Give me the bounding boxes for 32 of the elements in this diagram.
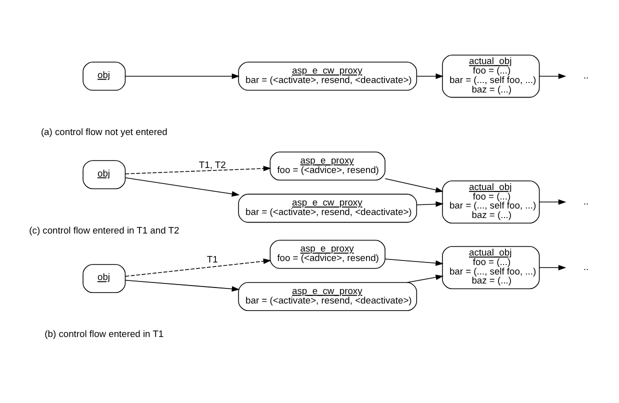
node-box: asp_e_cw_proxy bar = (<activate>, resend, <deactivate>) bbox=[238, 61, 418, 90]
node-box: asp_e_proxy foo = (<advice>, resend) bbox=[270, 151, 386, 180]
arrow bbox=[416, 200, 444, 206]
arrow bbox=[125, 279, 240, 292]
node-text: .. bbox=[583, 70, 589, 80]
arrow bbox=[406, 274, 444, 282]
arrow bbox=[416, 72, 444, 78]
arrow bbox=[538, 264, 566, 270]
label: (a) control flow not yet entered bbox=[40, 126, 168, 136]
node-box: obj bbox=[82, 61, 126, 90]
arrow bbox=[125, 72, 240, 78]
node-box: actual_obj foo = (...) bar = (..., self foo, ...) baz = (...) bbox=[442, 180, 540, 223]
node-box: asp_e_proxy foo = (<advice>, resend) bbox=[270, 239, 386, 268]
arrow bbox=[384, 258, 444, 266]
edge-label: T1 bbox=[206, 254, 218, 264]
arrow bbox=[538, 198, 566, 204]
arrow bbox=[125, 258, 272, 276]
node-text: .. bbox=[583, 262, 589, 272]
node-text: .. bbox=[583, 196, 589, 206]
edge-label: T1, T2 bbox=[198, 160, 226, 170]
node-box: asp_e_cw_proxy bar = (<activate>, resend, <deactivate>) bbox=[238, 193, 418, 222]
node-box: obj bbox=[82, 160, 126, 189]
node-box: actual_obj foo = (...) bar = (..., self foo, ...) baz = (...) bbox=[442, 54, 540, 98]
arrow bbox=[538, 72, 566, 78]
arrow bbox=[384, 178, 444, 192]
arrow bbox=[125, 176, 240, 196]
node-box: obj bbox=[82, 264, 126, 293]
node-box: asp_e_cw_proxy bar = (<activate>, resend, <deactivate>) bbox=[238, 282, 418, 310]
node-box: actual_obj foo = (...) bar = (..., self foo, ...) baz = (...) bbox=[442, 246, 540, 289]
label: (b) control flow entered in T1 bbox=[44, 328, 164, 339]
arrow bbox=[125, 165, 272, 174]
label: (c) control flow entered in T1 and T2 bbox=[29, 224, 180, 235]
